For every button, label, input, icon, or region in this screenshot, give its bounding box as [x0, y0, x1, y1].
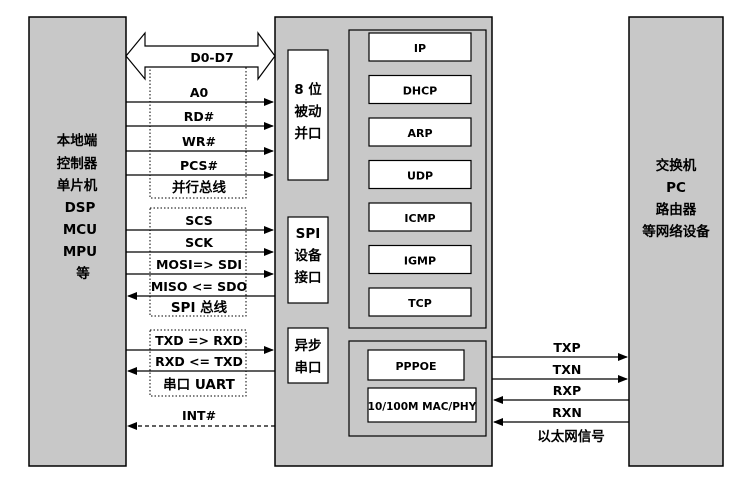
- local-controller-block: 本地端 控制器 单片机 DSP MCU MPU 等: [28, 16, 127, 467]
- spi-port-label: 接口: [295, 269, 322, 286]
- protocol-layer-box: [368, 159, 472, 190]
- signal-label: RXN: [552, 405, 582, 420]
- signal-label: RXD <= TXD: [155, 354, 243, 369]
- phy-stack: PPPOE 10/100M MAC/PHY: [367, 349, 477, 423]
- protocol-layer-box: [368, 117, 472, 147]
- parallel-port-label: 8 位: [294, 81, 322, 98]
- uart-signals: TXD => RXD RXD <= TXD 串口 UART: [126, 333, 275, 393]
- interrupt-label: INT#: [182, 408, 216, 423]
- controller-line: MPU: [63, 244, 97, 260]
- interrupt-signal: INT#: [127, 408, 275, 430]
- chip-block: 8 位 被动 并口 SPI 设备 接口 异步 串口 IP DHCP ARP UDP IC…: [274, 16, 493, 467]
- spi-bus-frame: [149, 207, 247, 317]
- signal-label: MISO <= SDO: [151, 279, 247, 294]
- protocol-layer-box: [368, 244, 472, 275]
- signal-label: MOSI=> SDI: [156, 257, 242, 272]
- signal-label: SCK: [185, 235, 214, 250]
- ethernet-signals: TXP TXN RXP RXN 以太网信号: [492, 340, 629, 445]
- ethernet-group-label: 以太网信号: [537, 428, 605, 445]
- protocol-stack: IP DHCP ARP UDP ICMP IGMP TCP: [368, 32, 472, 317]
- parallel-bus-frame: [149, 47, 247, 199]
- controller-line: 控制器: [57, 155, 98, 172]
- controller-line: 等: [76, 265, 90, 282]
- protocol-stack-frame: [348, 29, 487, 329]
- protocol-layer-label: UDP: [407, 170, 433, 183]
- uart-port-label: 异步: [295, 337, 322, 354]
- signal-label: RXP: [553, 383, 581, 398]
- uart-port-box: 异步 串口: [287, 327, 329, 384]
- protocol-layer-box: [368, 287, 472, 317]
- data-bus-arrow: D0-D7: [125, 31, 276, 81]
- protocol-layer-label: ARP: [407, 127, 432, 140]
- protocol-layer-label: IGMP: [404, 255, 436, 268]
- controller-line: MCU: [63, 222, 97, 238]
- spi-bus-label: SPI 总线: [171, 299, 228, 316]
- protocol-layer-label: DHCP: [403, 85, 437, 98]
- spi-port-box: SPI 设备 接口: [287, 216, 329, 304]
- protocol-layer-box: [368, 202, 472, 232]
- uart-bus-frame: [149, 329, 247, 397]
- protocol-layer-label: TCP: [408, 297, 432, 310]
- parallel-port-label: 并口: [295, 125, 322, 142]
- controller-line: DSP: [65, 200, 96, 216]
- network-line: 交换机: [656, 157, 697, 174]
- spi-port-label: SPI: [296, 226, 321, 242]
- phy-stack-frame: [348, 340, 487, 437]
- parallel-bus-label: 并行总线: [172, 179, 226, 196]
- phy-layer-box: [367, 387, 477, 423]
- spi-port-label: 设备: [295, 247, 322, 264]
- parallel-signals: A0 RD# WR# PCS# 并行总线: [126, 85, 274, 196]
- network-device-block: 交换机 PC 路由器 等网络设备: [628, 16, 724, 467]
- phy-layer-box: [367, 349, 465, 381]
- spi-signals: SCS SCK MOSI=> SDI MISO <= SDO SPI 总线: [126, 213, 275, 316]
- network-line: PC: [666, 180, 686, 196]
- signal-label: TXP: [553, 340, 580, 355]
- signal-label: TXD => RXD: [155, 333, 243, 348]
- phy-layer-label: 10/100M MAC/PHY: [368, 401, 477, 413]
- signal-label: SCS: [185, 213, 212, 228]
- protocol-layer-box: [368, 32, 472, 62]
- protocol-layer-label: IP: [414, 42, 426, 55]
- uart-port-label: 串口: [295, 359, 322, 376]
- signal-label: WR#: [182, 134, 216, 149]
- signal-label: RD#: [184, 109, 214, 124]
- network-line: 路由器: [656, 201, 697, 218]
- signal-label: TXN: [553, 362, 582, 377]
- signal-label: PCS#: [180, 158, 218, 173]
- protocol-layer-label: ICMP: [404, 212, 435, 225]
- signal-label: A0: [190, 85, 209, 100]
- uart-bus-label: 串口 UART: [163, 376, 235, 393]
- network-line: 等网络设备: [642, 223, 710, 240]
- data-bus-label: D0-D7: [190, 50, 233, 65]
- protocol-layer-box: [368, 74, 472, 105]
- parallel-port-box: 8 位 被动 并口: [287, 49, 329, 181]
- controller-line: 单片机: [57, 177, 98, 194]
- phy-layer-label: PPPOE: [395, 360, 436, 373]
- controller-line: 本地端: [57, 132, 98, 149]
- parallel-port-label: 被动: [295, 103, 322, 120]
